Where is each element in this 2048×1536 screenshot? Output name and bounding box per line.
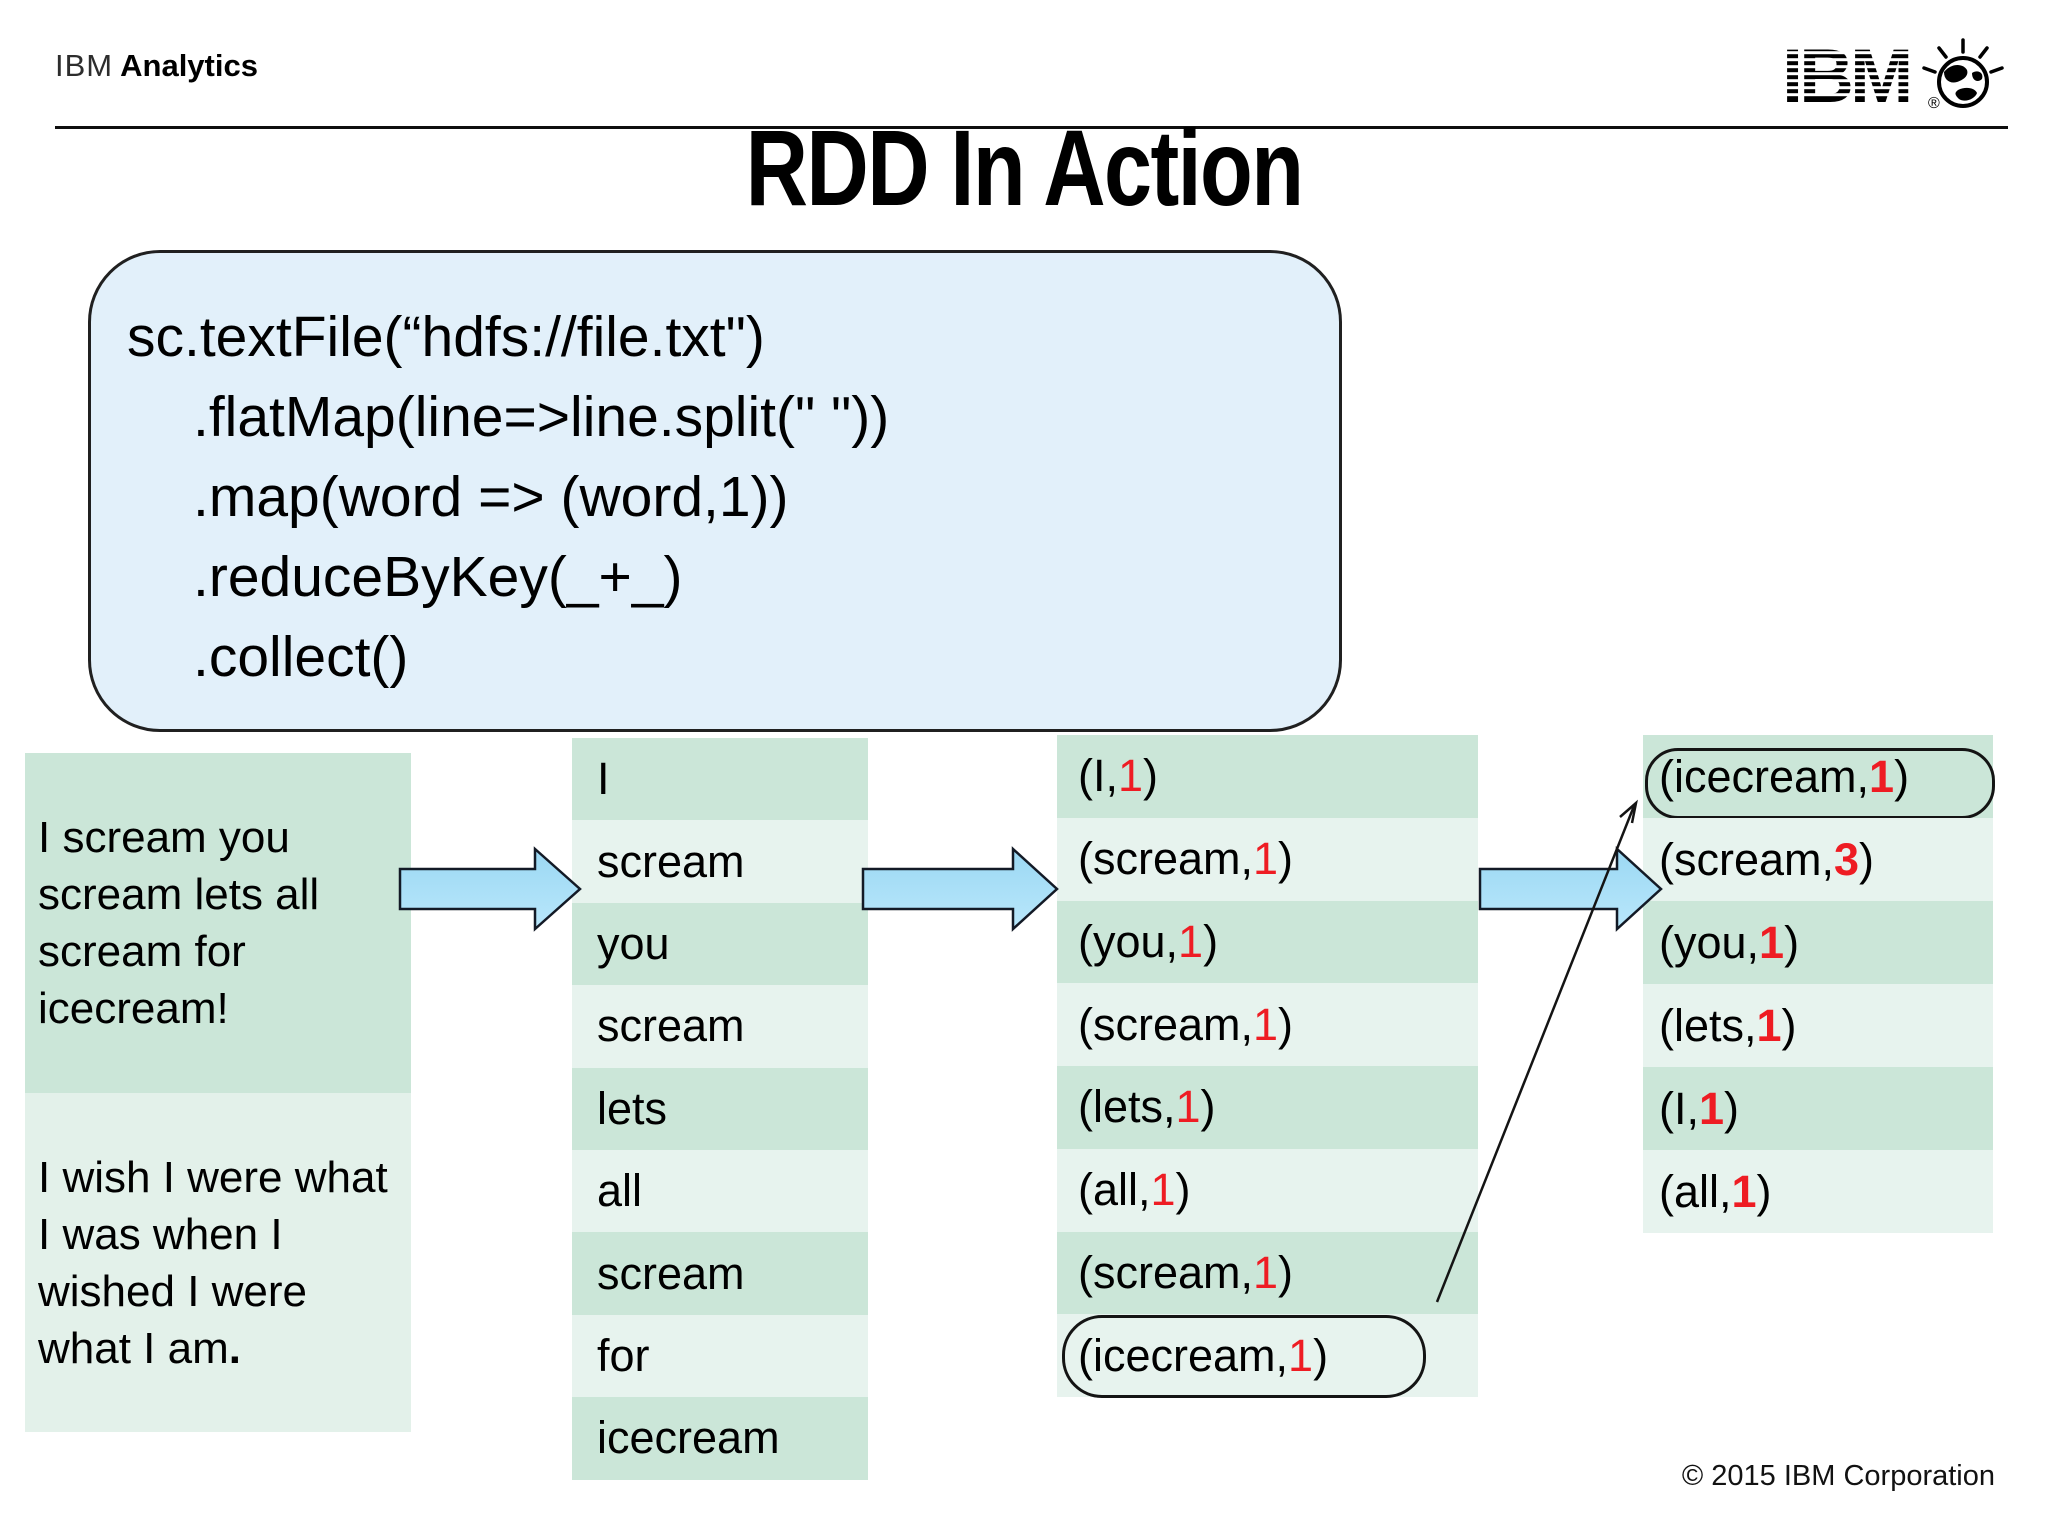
word-cell: for bbox=[572, 1314, 868, 1398]
code-line: .collect() bbox=[193, 625, 409, 689]
input-text: I scream you scream lets all scream for … bbox=[38, 813, 320, 1033]
ibm-logo: IBM ® bbox=[1778, 36, 2004, 119]
brand-ibm: IBM bbox=[55, 48, 114, 83]
code-line: sc.textFile(“hdfs://file.txt") bbox=[127, 305, 765, 369]
word-cell: scream bbox=[572, 1232, 868, 1315]
input-text-block: I wish I were what I was when I wished I… bbox=[25, 1093, 411, 1432]
reduced-column: (icecream,1)(scream,3)(you,1)(lets,1)(I,… bbox=[1643, 735, 1995, 1233]
input-text-block: I scream you scream lets all scream for … bbox=[25, 753, 411, 1093]
connector-arrowhead bbox=[1619, 799, 1638, 824]
tuple-row: (icecream,1) bbox=[1643, 735, 1995, 819]
code-line: .map(word => (word,1)) bbox=[193, 465, 789, 529]
word-cell: you bbox=[572, 902, 868, 986]
tuple-row: (you,1) bbox=[1643, 901, 1993, 984]
flow-arrow-3 bbox=[1478, 846, 1663, 932]
code-box: sc.textFile(“hdfs://file.txt") .flatMap(l… bbox=[88, 250, 1342, 732]
flow-arrow-2 bbox=[861, 846, 1059, 932]
pairs-column: (I,1)(scream,1)(you,1)(scream,1)(lets,1)… bbox=[1057, 735, 1478, 1399]
footer-copyright: © 2015 IBM Corporation bbox=[1681, 1460, 1995, 1492]
tuple-row: (all,1) bbox=[1643, 1150, 1993, 1233]
header-rule bbox=[55, 126, 2008, 129]
word-cell: lets bbox=[572, 1067, 868, 1150]
svg-text:IBM: IBM bbox=[1782, 36, 1909, 119]
tuple-row: (all,1) bbox=[1057, 1148, 1478, 1232]
word-cell: scream bbox=[572, 985, 868, 1068]
globe-icon bbox=[1922, 38, 2004, 108]
word-cell: scream bbox=[572, 820, 868, 903]
tuple-row: (scream,1) bbox=[1057, 817, 1478, 901]
registered-mark: ® bbox=[1928, 95, 1940, 112]
tuple-row: (I,1) bbox=[1057, 735, 1478, 818]
word-cell: all bbox=[572, 1149, 868, 1233]
word-cell: icecream bbox=[572, 1397, 868, 1480]
tuple-row: (scream,3) bbox=[1643, 818, 1993, 901]
tuple-row: (icecream,1) bbox=[1057, 1314, 1478, 1399]
code-line: .reduceByKey(_+_) bbox=[193, 545, 683, 609]
page-title: RDD In Action bbox=[745, 107, 1304, 228]
brand-analytics: Analytics bbox=[120, 48, 258, 83]
tuple-row: (I,1) bbox=[1643, 1067, 1993, 1150]
input-text: I wish I were what I was when I wished I… bbox=[38, 1152, 388, 1373]
code-line: .flatMap(line=>line.split(" ")) bbox=[193, 385, 890, 449]
code-lines: sc.textFile(“hdfs://file.txt") .flatMap(l… bbox=[127, 297, 1329, 697]
tuple-row: (scream,1) bbox=[1057, 983, 1478, 1066]
flow-arrow-1 bbox=[398, 846, 582, 932]
tuple-row: (lets,1) bbox=[1643, 984, 1993, 1067]
tuple-row: (lets,1) bbox=[1057, 1066, 1478, 1149]
tuple-row: (you,1) bbox=[1057, 900, 1478, 984]
tuple-row: (scream,1) bbox=[1057, 1231, 1478, 1315]
ibm-logo-text: IBM ® bbox=[1778, 36, 1940, 119]
word-cell: I bbox=[572, 738, 868, 821]
